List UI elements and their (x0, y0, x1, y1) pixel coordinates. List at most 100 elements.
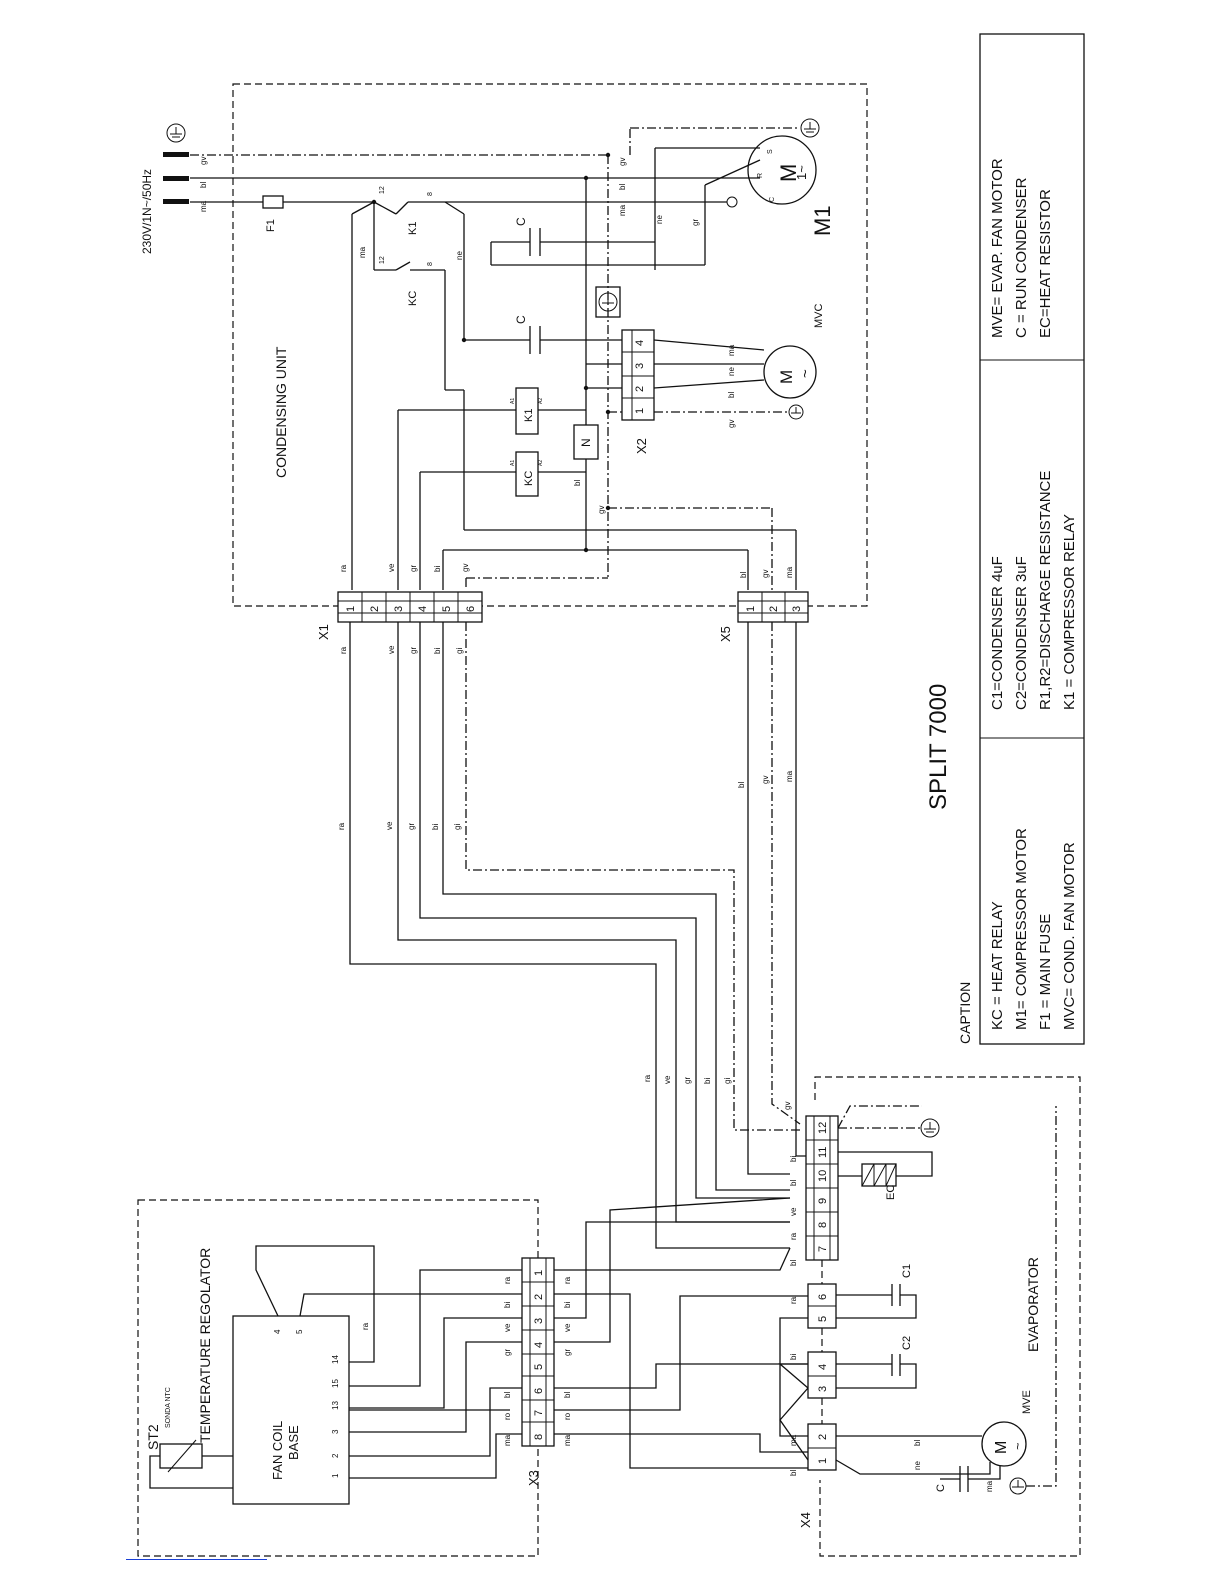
svg-text:3: 3 (634, 363, 646, 369)
fuse-label: F1 (265, 219, 277, 232)
k1-contact-8: 8 (427, 192, 434, 196)
svg-text:ma: ma (563, 1434, 572, 1446)
thermal-protector-icon (726, 196, 738, 208)
svg-text:9: 9 (817, 1198, 829, 1204)
svg-text:ma: ma (727, 344, 736, 356)
svg-text:ve: ve (503, 1323, 512, 1332)
svg-text:3: 3 (791, 606, 803, 612)
x5-top-color-codes: bl gv ma (739, 566, 794, 578)
kc-contact-label: KC (407, 291, 419, 306)
svg-text:C2=CONDENSER 3uF: C2=CONDENSER 3uF (1013, 556, 1030, 710)
compressor-run-capacitor (490, 228, 705, 266)
svg-text:bl: bl (739, 572, 748, 578)
svg-text:3: 3 (331, 1429, 340, 1434)
svg-text:ma: ma (985, 1480, 994, 1492)
svg-text:ve: ve (663, 1075, 672, 1084)
svg-text:8: 8 (817, 1222, 829, 1228)
terminal-block-evaporator: 7 8 9 10 11 12 (805, 1115, 839, 1261)
svg-text:10: 10 (817, 1170, 829, 1182)
terminal-block-x4: 6 5 4 3 2 1 (807, 1283, 837, 1471)
svg-text:F1 = MAIN FUSE: F1 = MAIN FUSE (1037, 914, 1054, 1030)
svg-text:bi: bi (703, 1078, 712, 1084)
svg-text:2: 2 (533, 1294, 545, 1300)
svg-text:bi: bi (433, 566, 442, 572)
svg-text:2: 2 (768, 606, 780, 612)
svg-text:ma: ma (358, 246, 367, 258)
capacitor-c2 (836, 1354, 917, 1389)
condensing-unit-boundary (232, 83, 868, 607)
kc-neutral-color: bl (573, 480, 582, 486)
svg-text:gv: gv (783, 1102, 792, 1110)
svg-text:bi: bi (789, 1354, 798, 1360)
svg-text:ma: ma (503, 1434, 512, 1446)
svg-text:gr: gr (409, 565, 418, 572)
c1-label: C1 (901, 1264, 913, 1278)
svg-text:gv: gv (761, 776, 770, 784)
svg-text:4: 4 (634, 340, 646, 346)
svg-text:bl: bl (618, 184, 627, 190)
svg-text:ve: ve (789, 1207, 798, 1216)
x3-label: X3 (526, 1470, 541, 1486)
svg-text:C1=CONDENSER 4uF: C1=CONDENSER 4uF (989, 556, 1006, 710)
compressor-capacitor-label: C (514, 217, 528, 226)
svg-text:5: 5 (817, 1316, 829, 1322)
k1-contact-12: 12 (379, 186, 386, 194)
svg-text:2: 2 (331, 1453, 340, 1458)
evap-entry-color-codes: ra ve gr bi gi gv (643, 1074, 792, 1110)
svg-text:gr: gr (503, 1349, 512, 1356)
mid-cable-color-codes: ra ve gr bi gi (337, 821, 462, 830)
svg-text:3: 3 (817, 1386, 829, 1392)
x5-label: X5 (718, 626, 733, 642)
svg-text:6: 6 (817, 1294, 829, 1300)
svg-text:gr: gr (691, 219, 700, 226)
svg-text:6: 6 (465, 606, 477, 612)
x4-label: X4 (798, 1512, 813, 1528)
svg-text:4: 4 (817, 1364, 829, 1370)
supply-color-codes: gv bl ma (199, 157, 208, 212)
evaporator-label: EVAPORATOR (1025, 1257, 1041, 1352)
evap-terminal-color-codes: bi bl ve ra bl (789, 1156, 798, 1266)
svg-text:KC: KC (523, 471, 535, 486)
fan-coil-base (232, 1315, 350, 1505)
svg-text:ne: ne (913, 1461, 922, 1470)
terminal-block-x5: 1 2 3 (737, 591, 809, 623)
st2-label: ST2 (145, 1424, 161, 1450)
svg-text:gi: gi (723, 1078, 732, 1084)
k1-contact-label: K1 (407, 222, 419, 235)
svg-text:bi: bi (431, 824, 440, 830)
svg-text:1: 1 (345, 606, 357, 612)
svg-text:ne: ne (455, 251, 464, 260)
fan-coil-label-2: BASE (286, 1425, 301, 1460)
gv-bus-color: gv (597, 506, 606, 514)
svg-text:R1,R2=DISCHARGE RESISTANCE: R1,R2=DISCHARGE RESISTANCE (1037, 471, 1054, 710)
supply-ground-icon (166, 123, 186, 143)
caption-col3: MVE= EVAP. FAN MOTOR C = RUN CONDENSER E… (989, 158, 1054, 338)
svg-text:1: 1 (817, 1458, 829, 1464)
svg-text:gv: gv (199, 157, 208, 165)
kc-contact-12: 12 (379, 256, 386, 264)
svg-text:bl: bl (199, 182, 208, 188)
svg-text:7: 7 (533, 1410, 545, 1416)
m1-terminal-r: R (757, 173, 764, 178)
kc-coil: KC A1 A2 (510, 451, 544, 497)
x3-right-color-codes: ra bi ve gr bl ro ma (563, 1276, 572, 1446)
ntc-probe-st2 (149, 1439, 233, 1489)
terminal-block-x2: 1 2 3 4 (621, 329, 655, 421)
svg-text:C = RUN CONDENSER: C = RUN CONDENSER (1013, 177, 1030, 338)
x1-bottom-color-codes: ra ve gr bi gi (339, 645, 464, 654)
condensing-unit-label: CONDENSING UNIT (273, 346, 289, 478)
svg-text:4: 4 (273, 1329, 282, 1334)
svg-text:ve: ve (563, 1323, 572, 1332)
svg-text:12: 12 (817, 1122, 829, 1134)
mve-capacitor-label: C (935, 1484, 947, 1492)
svg-text:5: 5 (441, 606, 453, 612)
svg-text:MVC= COND. FAN MOTOR: MVC= COND. FAN MOTOR (1061, 842, 1078, 1030)
svg-text:KC = HEAT RELAY: KC = HEAT RELAY (989, 901, 1006, 1030)
footer-rule (126, 1559, 267, 1560)
svg-text:bi: bi (503, 1302, 512, 1308)
svg-text:ve: ve (385, 821, 394, 830)
svg-text:2: 2 (634, 386, 646, 392)
k-area-color-codes: ma ne (358, 246, 464, 260)
regulator-label: TEMPERATURE REGOLATOR (197, 1248, 213, 1443)
n-block-label: N (579, 438, 593, 447)
